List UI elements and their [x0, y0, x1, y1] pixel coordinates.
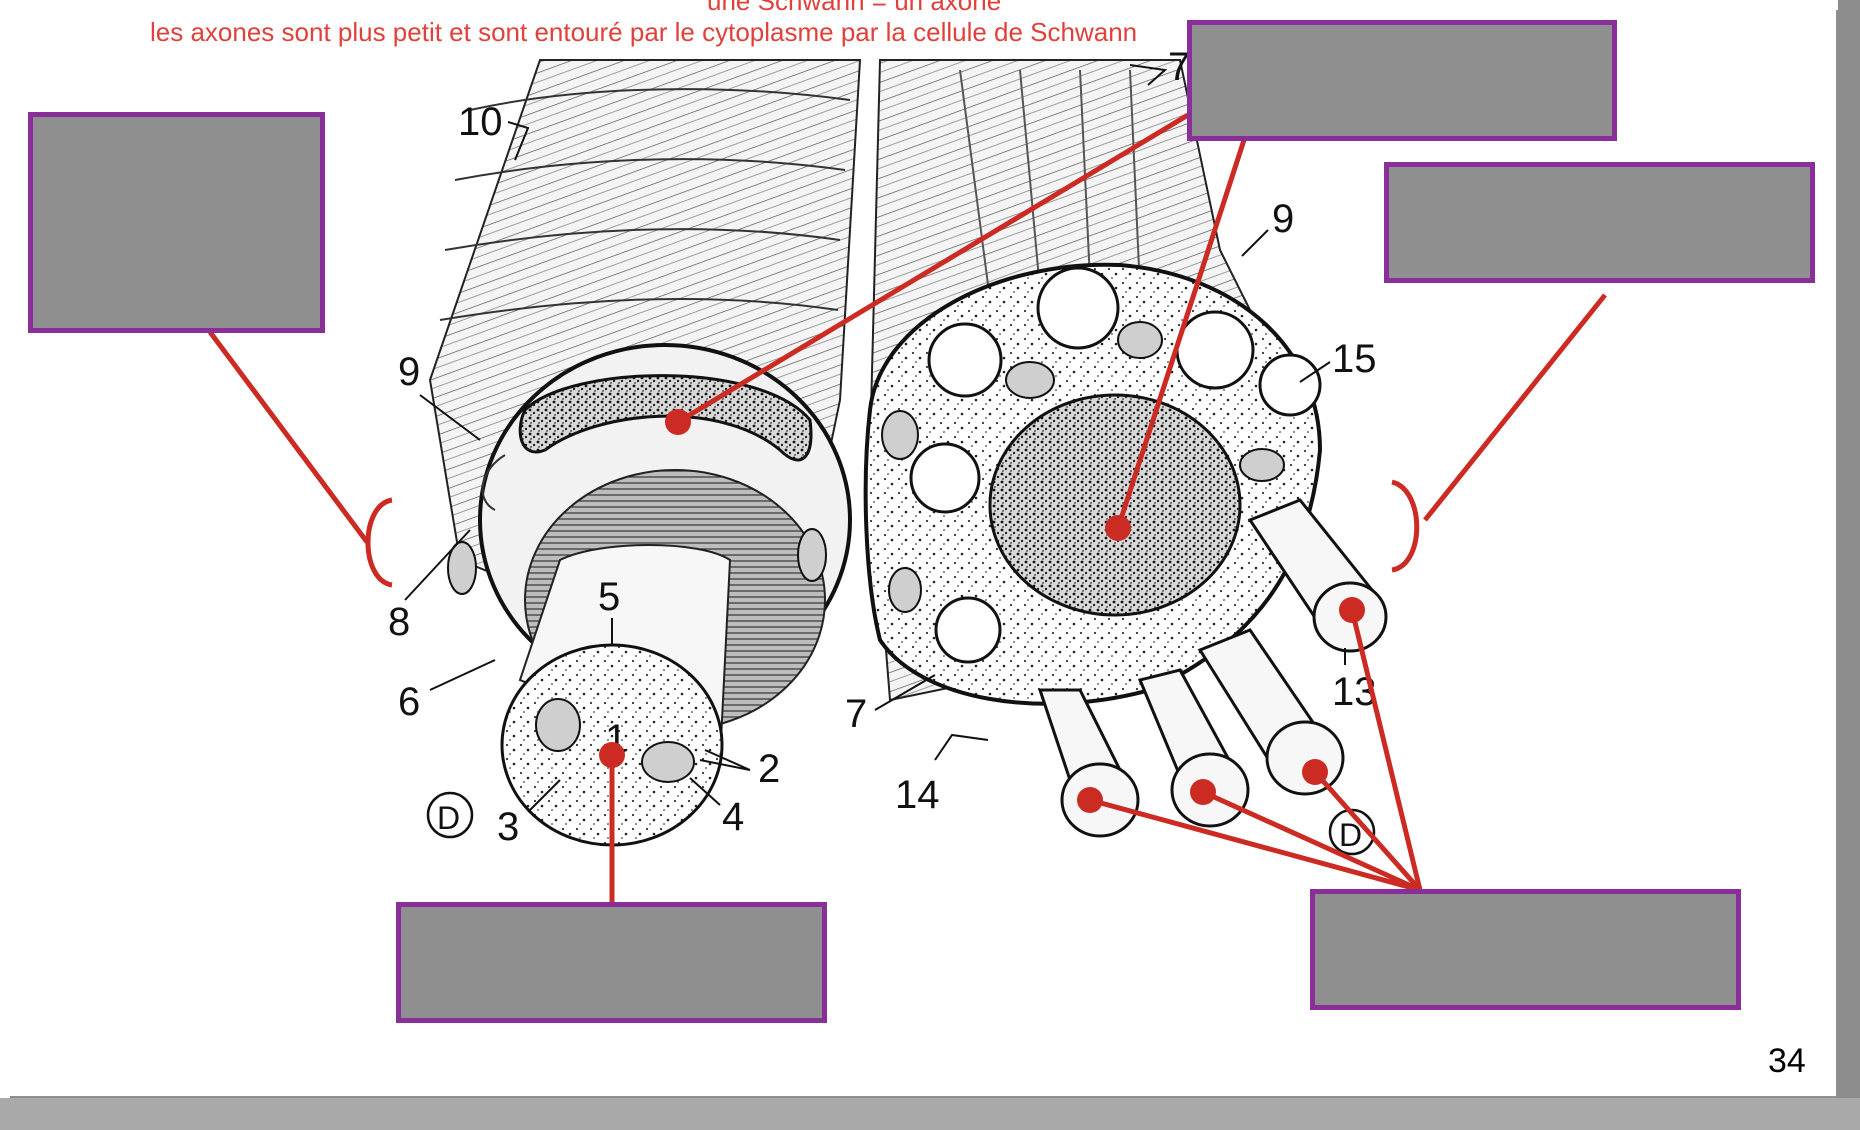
schwann-cell-nucleus-right — [988, 393, 1242, 617]
mitochondrion-icon — [797, 528, 827, 582]
axon-circle — [1258, 353, 1322, 417]
figure-number: 15 — [1332, 337, 1377, 381]
leader-lines — [207, 112, 1607, 902]
label-box-bottom-right[interactable] — [1310, 889, 1741, 1010]
schwann-cell-nucleus — [518, 374, 813, 462]
left-bracket — [365, 497, 393, 588]
window-edge-bottom — [0, 1098, 1860, 1130]
axon-circle — [934, 596, 1002, 664]
axon-circle — [909, 442, 981, 514]
mitochondrion-icon — [1239, 448, 1285, 482]
leader-dots — [599, 409, 1365, 813]
figure-number: 7 — [1168, 45, 1190, 89]
figure-number: 9 — [1272, 197, 1294, 241]
figure-number: 6 — [398, 680, 420, 724]
myelinated-fiber-illustration — [428, 59, 862, 847]
figure-number: 10 — [458, 100, 503, 144]
annotation-note-line-2: les axones sont plus petit et sont entou… — [150, 17, 1138, 47]
circled-letter-ring — [426, 791, 474, 839]
mitochondrion-icon — [888, 567, 922, 613]
figure-number: 3 — [497, 805, 519, 849]
axon-circle — [1175, 310, 1255, 390]
figure-number-labels: 10 9 8 6 5 2 4 3 1 D 7 14 9 15 13 7 D — [388, 45, 1377, 856]
mitochondrion-icon — [447, 541, 477, 595]
figure-number: 8 — [388, 600, 410, 644]
figure-number: 4 — [722, 795, 744, 839]
label-box-top-left[interactable] — [28, 112, 325, 333]
mitochondrion-icon — [641, 741, 695, 783]
mitochondrion-icon — [881, 410, 919, 460]
figure-number: 14 — [895, 773, 940, 817]
unmyelinated-fiber-illustration — [863, 59, 1388, 838]
figure-number: 5 — [598, 575, 620, 619]
label-box-bottom-left[interactable] — [396, 902, 827, 1023]
axon-circle — [927, 322, 1003, 398]
circled-letter: D — [437, 800, 460, 836]
page-number: 34 — [1768, 1042, 1806, 1080]
label-box-top-right[interactable] — [1384, 162, 1815, 283]
figure-number: 7 — [845, 692, 867, 736]
label-box-top-center[interactable] — [1187, 20, 1617, 141]
mitochondrion-icon — [1117, 321, 1163, 359]
mitochondrion-icon — [535, 698, 581, 752]
figure-number: 2 — [758, 747, 780, 791]
axon-circle — [1036, 266, 1120, 350]
mitochondrion-icon — [1005, 361, 1055, 399]
figure-number: 9 — [398, 350, 420, 394]
annotation-note-line-1: une Schwann = un axone — [707, 0, 1002, 16]
window-edge-right — [1838, 0, 1860, 1130]
circled-letter: D — [1339, 817, 1362, 853]
protruding-axon — [1265, 720, 1345, 796]
right-bracket — [1391, 479, 1420, 573]
